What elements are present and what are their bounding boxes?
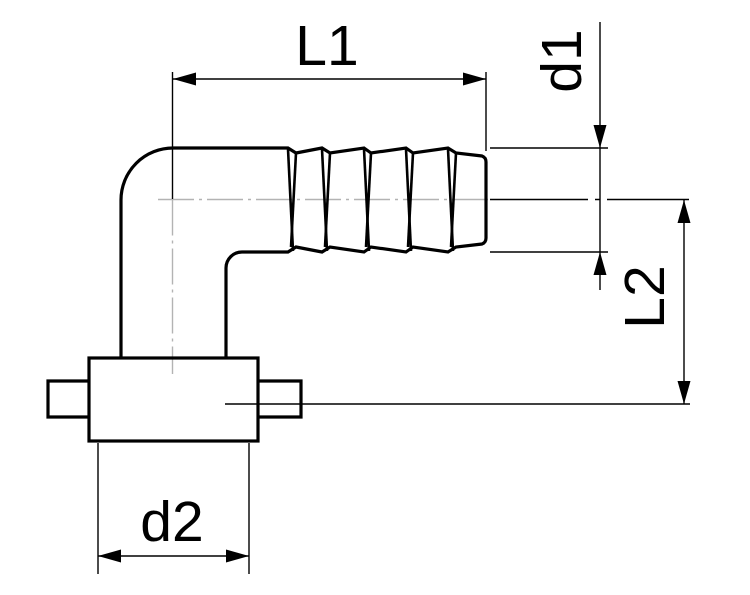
bottom-port-block [87,356,260,443]
dimension-l2 [225,198,691,405]
barb-notch-edge [449,152,458,248]
dimension-l1 [171,72,487,199]
barb-notch-lines [286,148,458,252]
d2-arrow-left [98,549,121,563]
l1-label: L1 [295,14,358,78]
left-side-tab [46,379,89,419]
l2-arrow-bottom [677,381,691,404]
part-outline [46,146,488,443]
d1-label: d1 [530,29,594,92]
barb-notch-edge [289,152,298,248]
dimension-labels: L1 d1 L2 d2 [140,14,677,554]
elbow-and-barb-silhouette [119,146,488,358]
dimensions [97,22,691,574]
barb-notch-edge [362,148,371,252]
d1-arrow-top [593,125,607,148]
l1-arrow-left [173,72,196,86]
barb-notch-edge [323,152,332,248]
d1-arrow-bottom [593,252,607,275]
barb-notch-edge [404,148,413,252]
l1-arrow-right [463,72,486,86]
dimension-d1 [490,22,608,290]
dimension-d2 [97,443,250,574]
l2-arrow-top [677,200,691,223]
barb-notch-edge [364,152,373,248]
centerlines [158,198,488,374]
l2-label: L2 [613,265,677,328]
barb-notch-edge [406,152,415,248]
d2-arrow-right [226,549,249,563]
right-side-tab [258,379,303,419]
d2-label: d2 [140,490,203,554]
